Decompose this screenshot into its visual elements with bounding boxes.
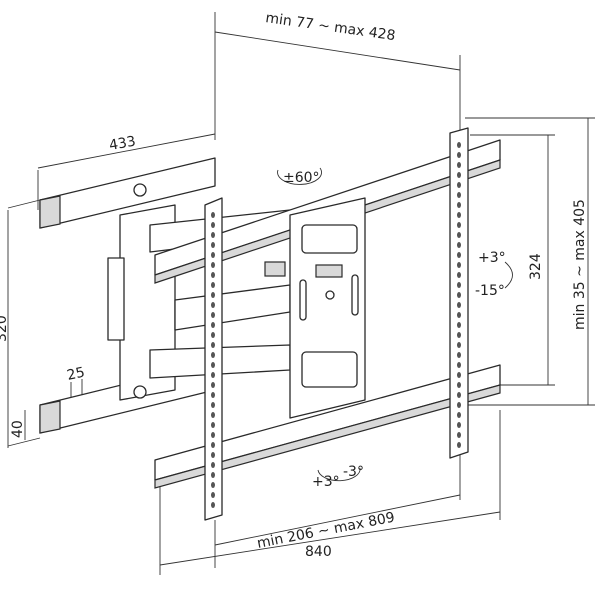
- bracket-hole: [211, 502, 215, 508]
- bracket-hole: [457, 432, 461, 438]
- bracket-hole: [211, 302, 215, 308]
- bracket-hole: [211, 242, 215, 248]
- bracket-hole: [211, 472, 215, 478]
- bracket-hole: [457, 192, 461, 198]
- bracket-hole: [457, 292, 461, 298]
- bracket-hole: [457, 332, 461, 338]
- label-tilt-down: -15°: [475, 283, 505, 299]
- rotation-arrows: [277, 167, 513, 482]
- bracket-hole: [211, 382, 215, 388]
- bracket-hole: [457, 302, 461, 308]
- bracket-hole: [457, 232, 461, 238]
- bracket-hole: [211, 272, 215, 278]
- bracket-hole: [457, 312, 461, 318]
- bracket-hole: [457, 352, 461, 358]
- bracket-hole: [211, 362, 215, 368]
- label-vesa-vertical: 324: [528, 253, 544, 280]
- bracket-hole: [211, 442, 215, 448]
- bracket-hole: [457, 202, 461, 208]
- label-level-plus: +3°: [312, 474, 340, 490]
- bracket-hole: [457, 442, 461, 448]
- bracket-hole: [457, 252, 461, 258]
- bracket-hole: [457, 392, 461, 398]
- bracket-hole: [211, 232, 215, 238]
- bracket-hole: [211, 352, 215, 358]
- bracket-hole: [457, 382, 461, 388]
- bracket-hole: [457, 282, 461, 288]
- bracket-hole: [211, 312, 215, 318]
- wall-plate: [39, 157, 216, 434]
- bracket-hole: [457, 222, 461, 228]
- bracket-hole: [457, 412, 461, 418]
- bracket-hole: [211, 282, 215, 288]
- label-swivel: ±60°: [283, 170, 320, 186]
- bracket-hole: [211, 252, 215, 258]
- bracket-hole: [457, 172, 461, 178]
- center-plate: [289, 197, 366, 419]
- bracket-hole: [211, 372, 215, 378]
- bracket-hole: [457, 322, 461, 328]
- bracket-hole: [211, 322, 215, 328]
- label-wall-plate-depth: 433: [108, 134, 137, 154]
- bracket-hole: [457, 362, 461, 368]
- bracket-hole: [211, 392, 215, 398]
- bracket-hole: [211, 492, 215, 498]
- bracket-hole: [457, 142, 461, 148]
- bracket-hole: [457, 242, 461, 248]
- bracket-hole: [457, 402, 461, 408]
- label-rail-width: 25: [66, 365, 87, 384]
- bracket-hole: [211, 422, 215, 428]
- label-vertical-range: min 35 ~ max 405: [572, 199, 588, 330]
- tv-brackets: [204, 127, 469, 521]
- bracket-hole: [211, 432, 215, 438]
- label-overall-width: 840: [305, 544, 332, 560]
- bracket-hole: [457, 182, 461, 188]
- bracket-hole: [457, 272, 461, 278]
- bracket-hole: [211, 412, 215, 418]
- bracket-hole: [211, 262, 215, 268]
- bracket-hole: [457, 152, 461, 158]
- dimension-lines: [7, 12, 595, 575]
- label-tilt-up: +3°: [478, 250, 506, 266]
- bracket-hole: [211, 292, 215, 298]
- bracket-hole: [211, 402, 215, 408]
- label-level-minus: -3°: [343, 464, 364, 480]
- bracket-hole: [457, 342, 461, 348]
- bracket-hole: [457, 162, 461, 168]
- bracket-hole: [457, 212, 461, 218]
- bracket-hole: [211, 342, 215, 348]
- bracket-hole: [457, 372, 461, 378]
- bracket-hole: [211, 222, 215, 228]
- bracket-hole: [211, 452, 215, 458]
- bracket-hole: [211, 482, 215, 488]
- bracket-hole: [211, 462, 215, 468]
- label-rail-height: 40: [10, 420, 26, 438]
- label-wall-plate-height: 320: [0, 315, 10, 342]
- bracket-hole: [211, 212, 215, 218]
- label-arm-extension: min 77 ~ max 428: [264, 10, 396, 44]
- bracket-hole: [211, 332, 215, 338]
- bracket-hole: [457, 422, 461, 428]
- bracket-hole: [457, 262, 461, 268]
